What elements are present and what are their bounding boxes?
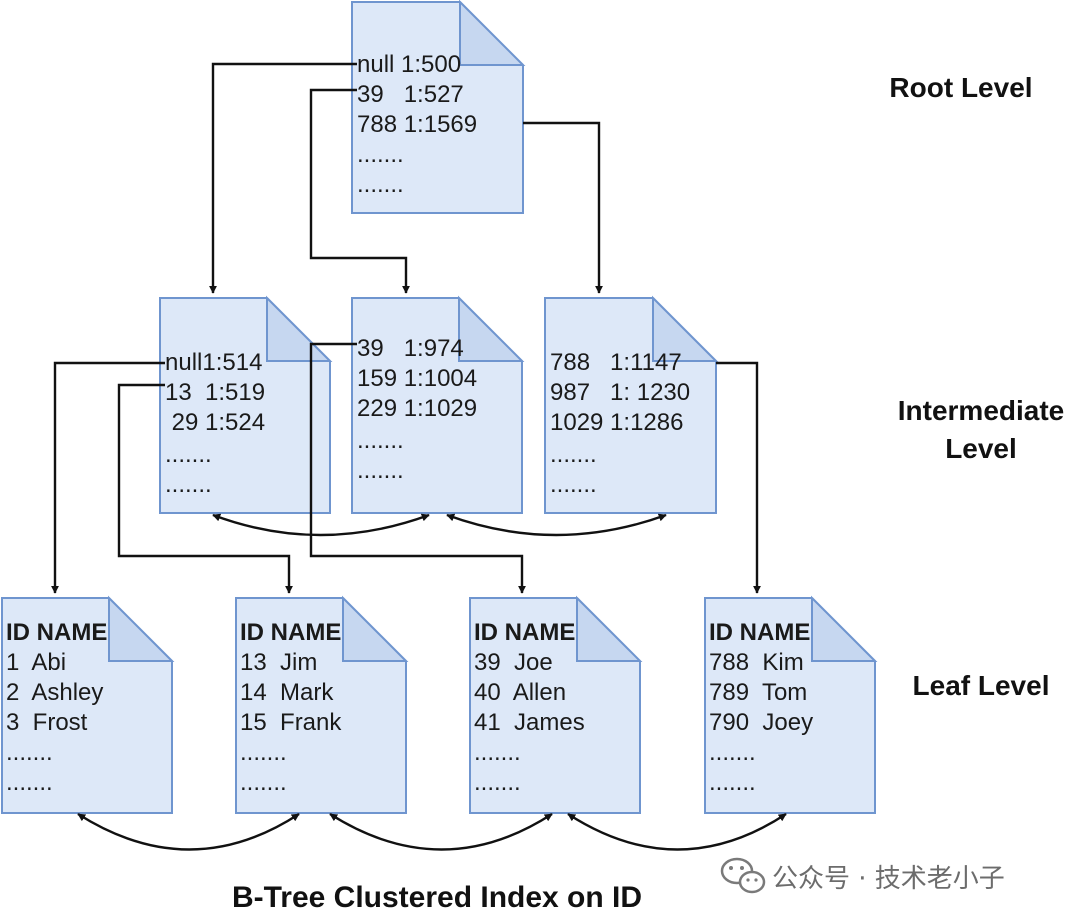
root-page: null 1:500 39 1:527 788 1:1569 ....... .… xyxy=(351,0,526,214)
leaf-3-ellipsis-1: ....... xyxy=(474,739,521,766)
leaf-sibling-link-3-4 xyxy=(567,812,787,851)
leaf-2-row-1: 13 Jim xyxy=(240,649,317,676)
intermediate-2-to-leaf-3-arrow xyxy=(309,342,526,594)
leaf-1-ellipsis-1: ....... xyxy=(6,739,53,766)
intermediate-2-ellipsis-1: ....... xyxy=(357,427,404,454)
leaf-2-ellipsis-2: ....... xyxy=(240,769,287,796)
leaf-4-row-2: 789 Tom xyxy=(709,679,807,706)
intermediate-2-entry-3: 229 1:1029 xyxy=(357,395,477,422)
intermediate-3-entry-3: 1029 1:1286 xyxy=(550,409,683,436)
leaf-3-row-1: 39 Joe xyxy=(474,649,553,676)
watermark-text: 公众号 · 技术老小子 xyxy=(772,864,1005,894)
leaf-3-ellipsis-2: ....... xyxy=(474,769,521,796)
intermediate-1-entry-1: null1:514 xyxy=(165,349,262,376)
intermediate-page-2: 39 1:974 159 1:1004 229 1:1029 ....... .… xyxy=(351,295,525,514)
leaf-4-row-3: 790 Joey xyxy=(709,709,813,736)
leaf-4-ellipsis-2: ....... xyxy=(709,769,756,796)
intermediate-2-entry-1: 39 1:974 xyxy=(357,335,464,362)
diagram-caption: B-Tree Clustered Index on ID xyxy=(232,881,642,914)
leaf-4-ellipsis-1: ....... xyxy=(709,739,756,766)
leaf-2-row-2: 14 Mark xyxy=(240,679,334,706)
leaf-1-row-3: 3 Frost xyxy=(6,709,88,736)
leaf-2-row-3: 15 Frank xyxy=(240,709,342,736)
intermediate-3-ellipsis-1: ....... xyxy=(550,441,597,468)
intermediate-1-to-leaf-2-arrow xyxy=(117,383,293,594)
leaf-1-ellipsis-2: ....... xyxy=(6,769,53,796)
leaf-sibling-link-1-2 xyxy=(77,812,300,851)
intermediate-1-ellipsis-1: ....... xyxy=(165,441,212,468)
leaf-1-row-2: 2 Ashley xyxy=(6,679,103,706)
intermediate-sibling-link-2-3 xyxy=(446,513,667,537)
intermediate-page-3: 788 1:1147 987 1: 1230 1029 1:1286 .....… xyxy=(544,295,719,514)
leaf-1-header: ID NAME xyxy=(6,619,107,646)
leaf-page-2: ID NAME 13 Jim 14 Mark 15 Frank ....... … xyxy=(235,595,409,814)
intermediate-3-entry-1: 788 1:1147 xyxy=(550,349,682,376)
intermediate-page-1: null1:514 13 1:519 29 1:524 ....... ....… xyxy=(159,295,333,514)
intermediate-level-label-line2: Level xyxy=(945,433,1017,464)
leaf-3-row-2: 40 Allen xyxy=(474,679,566,706)
root-ellipsis-1: ....... xyxy=(357,141,404,168)
intermediate-sibling-link-1-2 xyxy=(212,513,430,537)
leaf-1-row-1: 1 Abi xyxy=(6,649,66,676)
wechat-logo-icon xyxy=(720,857,766,894)
intermediate-level-label-line1: Intermediate xyxy=(898,395,1065,426)
intermediate-3-to-leaf-4-arrow xyxy=(716,361,761,594)
intermediate-1-entry-2: 13 1:519 xyxy=(165,379,265,406)
leaf-3-header: ID NAME xyxy=(474,619,575,646)
root-entry-2: 39 1:527 xyxy=(357,81,464,108)
intermediate-3-ellipsis-2: ....... xyxy=(550,471,597,498)
intermediate-1-entry-3: 29 1:524 xyxy=(165,409,265,436)
root-to-intermediate-1-arrow xyxy=(209,62,357,294)
leaf-sibling-link-2-3 xyxy=(329,812,553,851)
leaf-page-1: ID NAME 1 Abi 2 Ashley 3 Frost ....... .… xyxy=(1,595,175,814)
root-entry-3: 788 1:1569 xyxy=(357,111,477,138)
leaf-page-3: ID NAME 39 Joe 40 Allen 41 James .......… xyxy=(469,595,643,814)
intermediate-1-ellipsis-2: ....... xyxy=(165,471,212,498)
leaf-4-header: ID NAME xyxy=(709,619,810,646)
leaf-level-label: Leaf Level xyxy=(913,670,1050,701)
leaf-3-row-3: 41 James xyxy=(474,709,585,736)
intermediate-1-to-leaf-1-arrow xyxy=(51,361,165,594)
root-ellipsis-2: ....... xyxy=(357,171,404,198)
root-to-intermediate-3-arrow xyxy=(523,121,603,294)
intermediate-2-ellipsis-2: ....... xyxy=(357,457,404,484)
leaf-2-header: ID NAME xyxy=(240,619,341,646)
leaf-page-4: ID NAME 788 Kim 789 Tom 790 Joey .......… xyxy=(704,595,878,814)
leaf-4-row-1: 788 Kim xyxy=(709,649,804,676)
intermediate-3-entry-2: 987 1: 1230 xyxy=(550,379,690,406)
leaf-2-ellipsis-1: ....... xyxy=(240,739,287,766)
root-level-label: Root Level xyxy=(889,72,1032,103)
root-entry-1: null 1:500 xyxy=(357,51,461,78)
intermediate-2-entry-2: 159 1:1004 xyxy=(357,365,477,392)
root-to-intermediate-2-arrow xyxy=(309,88,410,294)
